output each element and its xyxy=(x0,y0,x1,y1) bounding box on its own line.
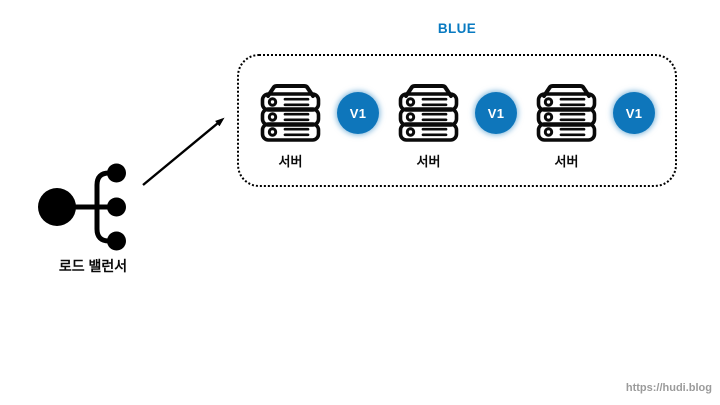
load-balancer-icon xyxy=(35,160,145,255)
server-icon xyxy=(258,78,323,143)
arrow-icon xyxy=(135,108,235,190)
server-icon xyxy=(396,78,461,143)
server-label: 서버 xyxy=(416,154,441,169)
server-group-2: 서버 xyxy=(396,78,461,170)
load-balancer-label: 로드 밸런서 xyxy=(58,258,128,274)
version-badge-v1: V1 xyxy=(613,92,655,134)
blue-group-box: 서버 V1 xyxy=(237,54,677,187)
version-badge-text: V1 xyxy=(625,105,643,121)
version-badge-text: V1 xyxy=(349,105,367,121)
server-label: 서버 xyxy=(554,154,579,169)
version-badge-v1: V1 xyxy=(475,92,517,134)
server-group-3: 서버 xyxy=(534,78,599,170)
server-label: 서버 xyxy=(278,154,303,169)
version-badge-v1: V1 xyxy=(337,92,379,134)
server-group-1: 서버 xyxy=(258,78,323,170)
blue-group-title: BLUE xyxy=(437,21,477,36)
version-badge-text: V1 xyxy=(487,105,505,121)
server-icon xyxy=(534,78,599,143)
watermark-text: https://hudi.blog xyxy=(625,382,712,394)
